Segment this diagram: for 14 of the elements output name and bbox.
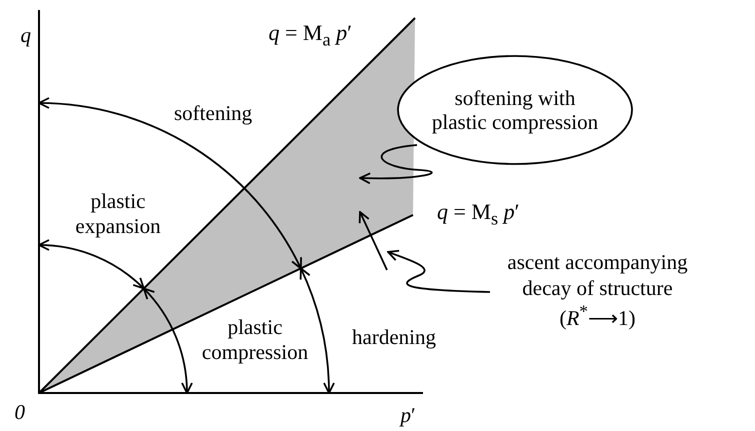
equation-label: q = M$_{s}$ p′	[437, 198, 520, 230]
ellipse-node	[397, 55, 633, 165]
wavy-arrow	[359, 144, 432, 184]
axis-label: q	[20, 22, 31, 48]
node-text: softening with plastic compression	[430, 86, 600, 134]
wavy-arrow	[387, 250, 490, 293]
axis-label: 0	[14, 400, 25, 425]
region-label: plastic expansion	[74, 189, 162, 240]
equation-label: q = M$_{a}$ p′	[268, 20, 352, 51]
region-label: plastic compression	[200, 315, 310, 366]
region-label: softening	[174, 100, 252, 126]
axis-label: p′	[400, 402, 416, 428]
note-text: ascent accompanying decay of structure (R$^{*}$⟶1)	[506, 248, 689, 332]
region-label: hardening	[352, 324, 436, 350]
